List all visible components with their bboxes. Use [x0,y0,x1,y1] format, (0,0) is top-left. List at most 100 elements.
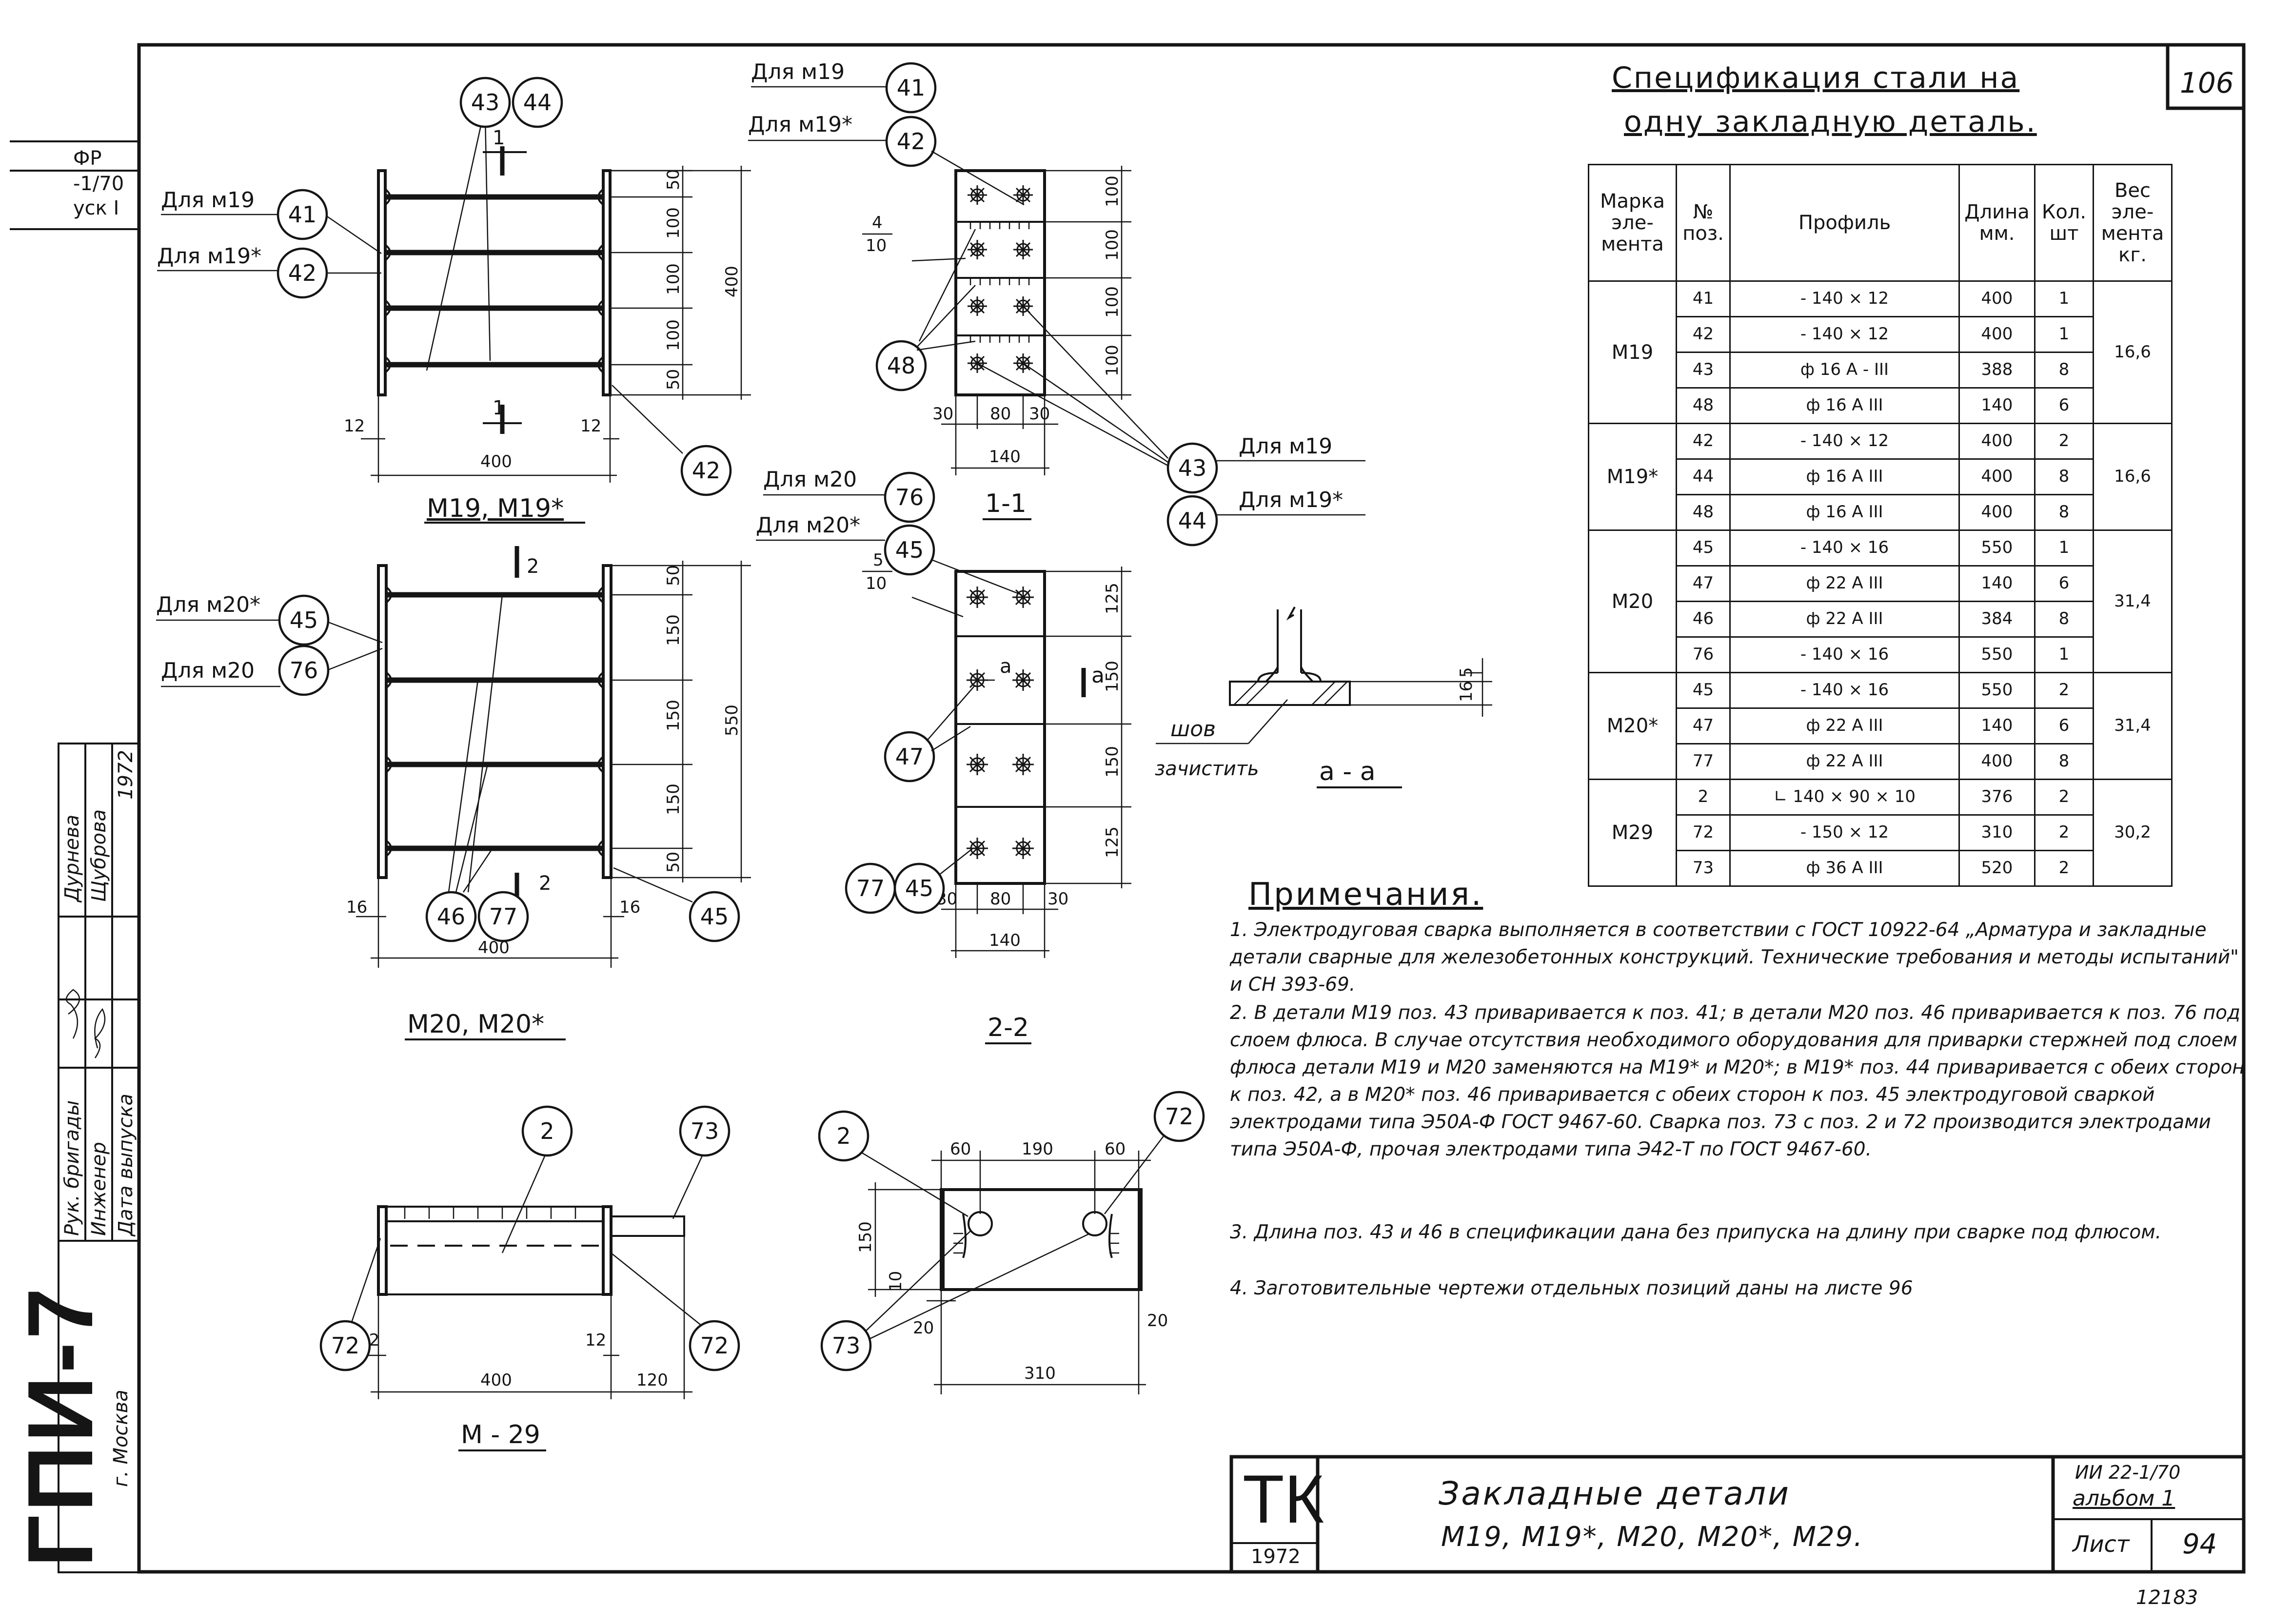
margin-role-3: Дата выпуска [115,1094,137,1236]
view-m29-end: 60 190 60 150 10 20 20 310 2 72 73 [818,1091,1205,1394]
m29-dim-width: 400 [480,1370,512,1390]
spec-header-pos: № поз. [1676,164,1731,282]
spec-pos: 45 [1676,672,1731,709]
spec-profile: ф 22 А III [1729,743,1960,780]
m19-section-mark-top: 1 [493,127,505,149]
spec-header-mark: Марка эле-мента [1588,164,1677,282]
spec-pos: 44 [1676,458,1731,495]
spec-qty: 8 [2034,458,2094,495]
spec-qty: 8 [2034,743,2094,780]
spec-length: 400 [1958,743,2035,780]
spec-length: 400 [1958,316,2035,353]
spec-pos: 48 [1676,494,1731,531]
spec-qty: 8 [2034,601,2094,638]
s22-caption: 2-2 [988,1013,1029,1042]
m20-dim-150-3: 150 [664,783,683,815]
title-block-frame [1229,1455,2246,1574]
title-block-logo: ТК [1243,1461,1324,1537]
spec-length: 400 [1958,423,2035,460]
m20-dim-total: 550 [722,704,742,736]
spec-qty: 2 [2034,779,2094,816]
m20-plate-right [602,564,613,879]
m20-balloon-77: 77 [489,903,518,930]
m29-balloon-72-left: 72 [331,1332,360,1359]
s11-dim-100-3: 100 [1103,286,1122,318]
s11-dim-80: 80 [990,404,1011,424]
s22-balloon-47: 47 [895,744,924,770]
title-block-year: 1972 [1251,1546,1301,1568]
s22-dim-total: 140 [989,931,1021,950]
m19-label-for-m19s: Для м19* [157,244,261,269]
view-m20: 2 2 50 150 150 150 50 550 400 16 1 [156,546,751,1040]
spec-profile: - 140 × 12 [1729,423,1960,460]
m20-balloon-45: 45 [290,607,318,633]
spec-qty: 2 [2034,850,2094,887]
spec-qty: 1 [2034,280,2094,317]
spec-profile: ф 22 А III [1729,601,1960,638]
s22-balloon-77: 77 [856,875,885,901]
m19-dim-50-bottom: 50 [664,369,683,390]
s11-balloon-42: 42 [897,128,926,155]
m19-section-mark-bottom: 1 [493,397,505,419]
spec-mark-m29: М29 [1588,779,1677,887]
s22-dim-150-2: 150 [1103,746,1122,778]
s11-plate-mark-num: 4 [872,213,883,233]
table-row: 73 ф 36 А III 520 2 [1589,850,2172,887]
m19-dim-100-3: 100 [664,319,683,351]
margin-name-3: 1972 [115,750,137,800]
table-row: 47 ф 22 А III 140 6 [1589,707,2172,744]
spec-qty: 2 [2034,423,2094,460]
s22-label-for-m20: Для м20 [763,467,857,492]
table-row: М19* 42 - 140 × 12 400 2 16,6 [1588,423,2173,531]
s22-view-mark-right: а [1091,663,1105,688]
spec-profile: ф 16 А - III [1729,352,1960,389]
s22-dim-125-top: 125 [1103,583,1122,614]
signature-2 [94,1008,106,1058]
spec-weight-m19s: 16,6 [2093,423,2173,531]
s11-dim-100-2: 100 [1103,229,1122,261]
m29-caption: М - 29 [461,1420,540,1449]
s11-dim-100-4: 100 [1103,345,1122,376]
s22-dim-125-bottom: 125 [1103,826,1122,858]
s22-view-mark-left: а [1000,655,1012,678]
spec-profile: - 140 × 16 [1729,529,1960,567]
margin-name-2: Щуброва [88,809,110,902]
table-row: 42 - 140 × 12 400 1 [1589,316,2172,353]
m29end-balloon-73: 73 [832,1332,861,1359]
s11-right-label-for-m19s: Для м19* [1239,488,1343,512]
title-block-sheet-label: Лист [2073,1531,2130,1557]
margin-role-2: Инженер [88,1142,110,1236]
spec-pos: 73 [1676,850,1731,887]
m20-dim-150-2: 150 [664,700,683,731]
spec-length: 550 [1958,672,2035,709]
spec-length: 140 [1958,565,2035,602]
m29end-balloon-2: 2 [836,1123,850,1149]
m20-section-mark-top: 2 [527,555,539,578]
spec-profile: ф 16 А III [1729,458,1960,495]
m20-dim-side-left: 16 [346,898,367,917]
spec-profile: ф 22 А III [1729,707,1960,744]
spec-pos: 41 [1676,280,1731,317]
table-row: 77 ф 22 А III 400 8 [1589,743,2172,780]
table-row: М29 2 ∟ 140 × 90 × 10 376 2 30,2 [1588,779,2173,887]
m19-balloon-44: 44 [523,89,552,116]
aa-dim-16: 16 [1457,681,1476,702]
table-row: М20 45 - 140 × 16 550 1 31,4 [1588,529,2173,673]
spec-weight-m20: 31,4 [2093,529,2173,673]
table-row: М19 41 - 140 × 12 400 1 16,6 [1588,280,2173,424]
m19-dim-side-left: 12 [344,416,365,436]
s11-balloon-41: 41 [897,75,926,101]
s22-balloon-45-bottom: 45 [905,875,934,901]
table-row: 48 ф 16 А III 400 8 [1589,494,2172,531]
spec-qty: 1 [2034,529,2094,567]
left-margin-stamp: ФР -1/70 уск I [10,140,140,1573]
m19-balloon-43: 43 [471,89,500,116]
spec-pos: 46 [1676,601,1731,638]
m29-dim-ext: 120 [636,1370,668,1390]
m20-welds [385,586,604,857]
s22-balloon-76: 76 [895,484,924,510]
table-row: 43 ф 16 А - III 388 8 [1589,352,2172,389]
spec-profile: ф 36 А III [1729,850,1960,887]
m19-plate-right [602,169,612,396]
note-4: 4. Заготовительные чертежи отдельных поз… [1230,1277,1913,1299]
